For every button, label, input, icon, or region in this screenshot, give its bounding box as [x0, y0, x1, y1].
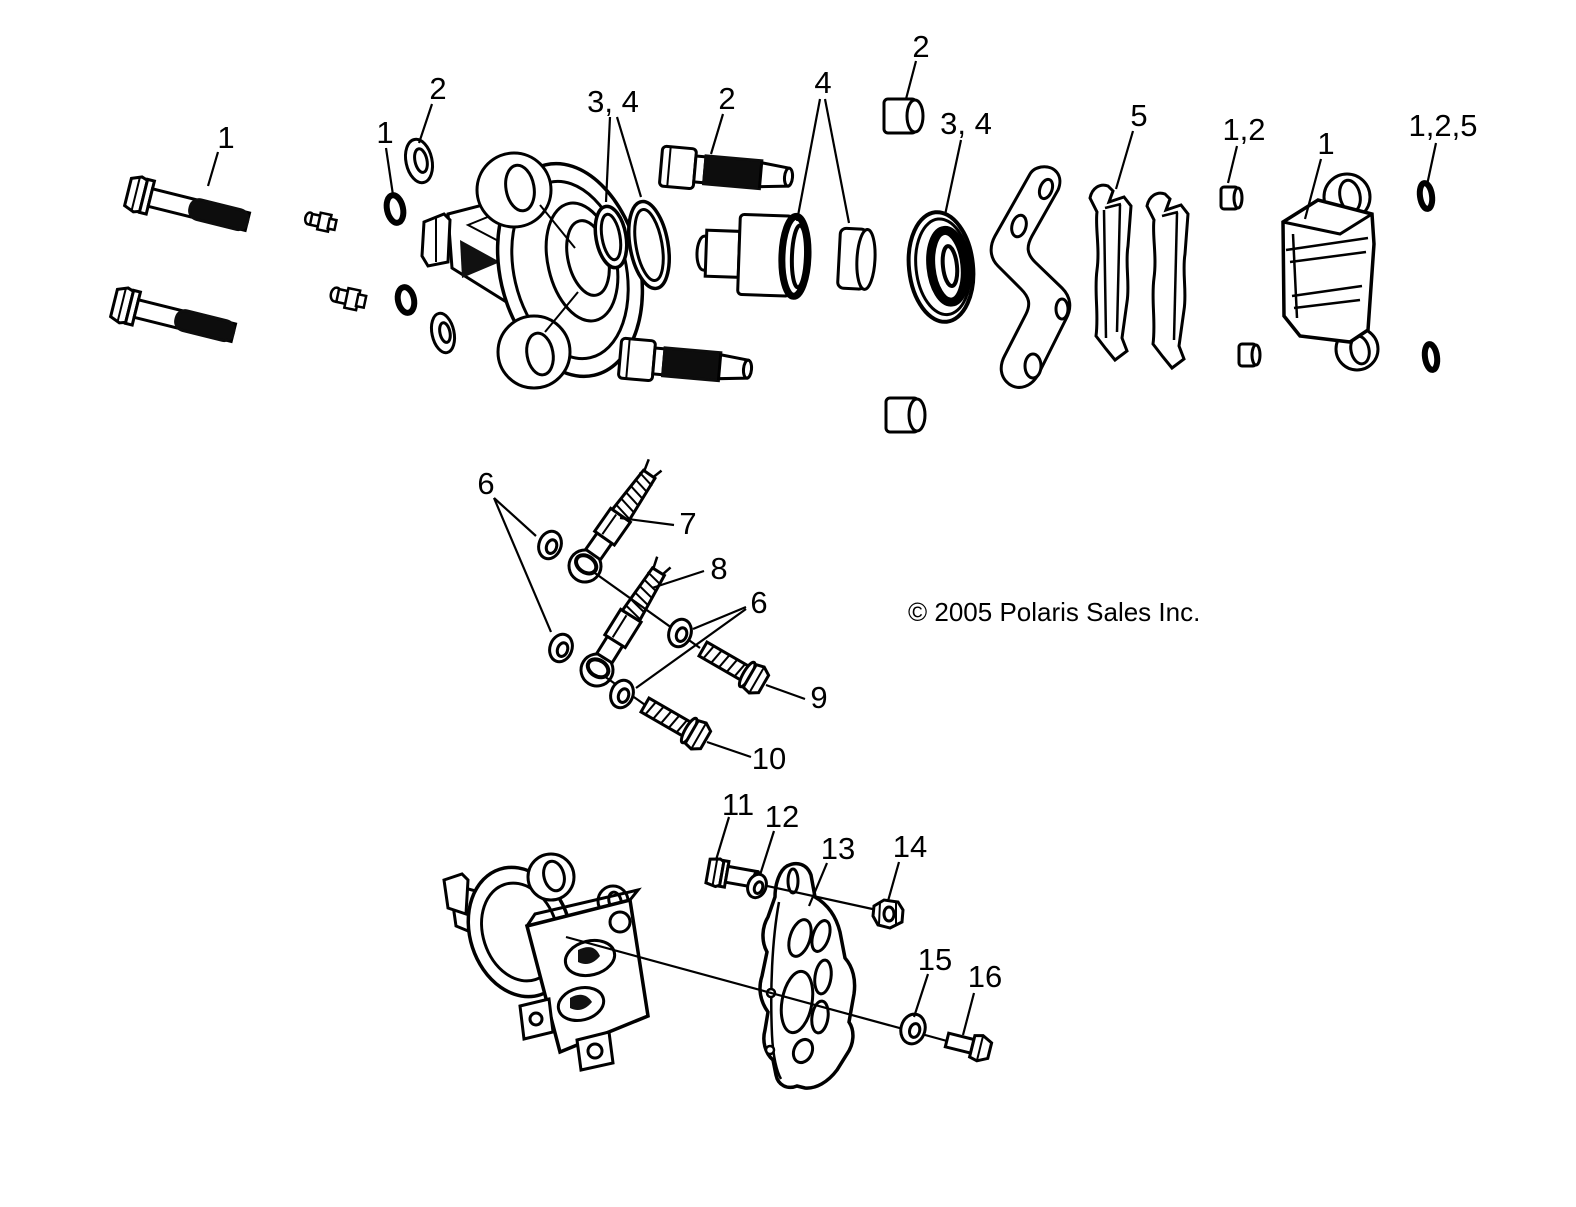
leader-line — [943, 139, 963, 216]
leader-line — [823, 98, 851, 224]
part-grease-fitting-upper — [303, 211, 338, 234]
leader-line — [709, 113, 725, 155]
part-washer-2-lower — [429, 311, 457, 355]
part-seal-washer-6d — [609, 678, 635, 710]
part-o-ring-1-lower — [394, 284, 418, 316]
callout-14-nut: 14 — [893, 829, 927, 864]
part-caliper-body — [1281, 172, 1380, 372]
part-piston-seal-large — [906, 210, 976, 324]
leader-line — [904, 60, 918, 100]
callout-1-caliper: 1 — [1317, 126, 1334, 161]
callout-13-disc: 13 — [821, 831, 855, 866]
leader-line — [1226, 145, 1239, 184]
leader-line — [714, 816, 731, 861]
leader-line — [807, 862, 829, 907]
callout-1-bolts: 1 — [217, 120, 234, 155]
callout-15-washer: 15 — [918, 942, 952, 977]
part-washer-2-upper — [403, 137, 435, 185]
callout-2-pin-screw: 2 — [718, 81, 735, 116]
leader-line — [604, 116, 612, 203]
part-pin-bushing-lower — [884, 396, 927, 434]
part-seal-washer-6a — [537, 529, 563, 561]
part-mounting-bolt-upper — [122, 175, 252, 233]
part-piston-seal-ring — [627, 199, 671, 291]
leader-line — [615, 116, 643, 198]
leader-line — [619, 516, 675, 527]
part-seal-washer-6b — [548, 632, 574, 664]
callout-16-bolt: 16 — [968, 959, 1002, 994]
callout-34-seals: 3, 4 — [587, 84, 639, 119]
callout-34-seal-large: 3, 4 — [940, 106, 992, 141]
callout-2-bushing: 2 — [912, 29, 929, 64]
part-brake-pad-inner — [1088, 183, 1133, 363]
leader-lines — [206, 60, 1438, 1036]
part-piston-cap — [836, 226, 877, 291]
part-brake-disc — [758, 862, 857, 1090]
part-caliper-assembly — [442, 852, 650, 1072]
callout-125-orings: 1,2,5 — [1409, 108, 1478, 143]
leader-line — [651, 569, 705, 590]
part-disc-nut — [871, 898, 905, 930]
callout-8-hose: 8 — [710, 551, 727, 586]
callout-2-washer: 2 — [429, 71, 446, 106]
part-disc-washer-lower — [899, 1012, 927, 1046]
part-bushing-right-lower — [1237, 342, 1262, 368]
leader-line — [1114, 130, 1135, 190]
leader-line — [1425, 142, 1438, 186]
callout-11-bolt: 11 — [722, 787, 754, 822]
leader-line — [1303, 158, 1323, 220]
leader-line — [493, 497, 537, 537]
part-o-ring-125-lower — [1421, 341, 1441, 373]
part-mounting-bolt-lower — [108, 286, 238, 344]
callout-12-bushing: 1,2 — [1222, 112, 1265, 147]
part-disc-bolt-lower — [943, 1031, 994, 1063]
callout-10-banjo-bolt: 10 — [752, 741, 786, 776]
leader-line — [384, 147, 395, 196]
part-mount-bracket — [989, 165, 1072, 389]
callout-9-banjo-bolt: 9 — [810, 680, 827, 715]
leader-line — [417, 103, 434, 144]
part-o-ring-125-upper — [1416, 180, 1436, 212]
callout-4-piston: 4 — [814, 65, 831, 100]
part-banjo-bolt-lower — [638, 696, 713, 751]
part-bushing-right-upper — [1219, 185, 1244, 211]
axis-line-caliper-disc — [565, 935, 959, 1046]
leader-line — [912, 973, 930, 1018]
part-seal-washer-6c — [667, 617, 693, 649]
leader-line — [692, 605, 747, 631]
part-brake-pad-outer — [1145, 191, 1190, 371]
callout-1-oring: 1 — [376, 115, 393, 150]
part-piston-seal-small — [593, 204, 629, 270]
leader-line — [961, 992, 976, 1036]
part-disc-washer-upper — [746, 872, 768, 900]
leader-line — [706, 740, 752, 759]
part-grease-fitting-lower — [329, 286, 368, 312]
part-o-ring-1-upper — [383, 192, 407, 226]
part-banjo-bolt-upper — [696, 640, 771, 695]
callout-6-left: 6 — [477, 466, 494, 501]
leader-line — [206, 151, 220, 187]
part-brake-hose-upper — [567, 458, 663, 584]
copyright-notice: © 2005 Polaris Sales Inc. — [908, 597, 1200, 627]
leader-line — [765, 683, 806, 701]
callout-6-right: 6 — [750, 585, 767, 620]
callout-12-washer: 12 — [765, 799, 799, 834]
callout-labels: 1 1 2 3, 4 2 4 2 3, 4 5 1,2 1 1,2,5 6 7 … — [217, 29, 1477, 994]
leader-line — [795, 98, 822, 222]
leader-line — [886, 861, 901, 902]
part-pin-screw-upper — [658, 144, 795, 191]
leader-line — [635, 608, 747, 689]
leader-line — [758, 830, 776, 876]
part-pin-screw-lower — [617, 336, 754, 383]
part-pin-bushing-upper — [882, 97, 925, 135]
part-piston — [695, 212, 812, 300]
callout-7-hose: 7 — [679, 506, 696, 541]
leader-line — [492, 497, 553, 633]
callout-5-pads: 5 — [1130, 98, 1147, 133]
